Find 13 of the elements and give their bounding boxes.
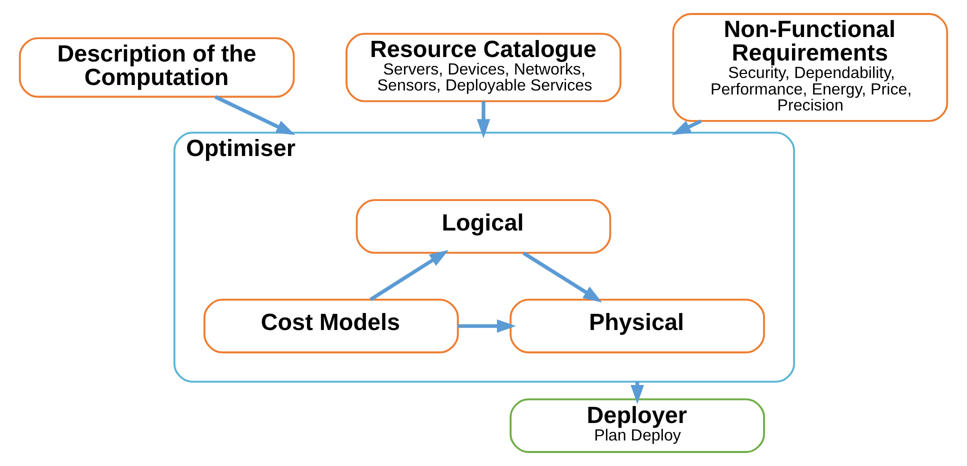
arrow xyxy=(672,119,702,136)
node-box: Resource Catalogue Servers, Devices, Networks, Sensors, Deployable Services xyxy=(346,32,622,102)
arrow xyxy=(476,101,490,138)
arrow xyxy=(214,95,296,136)
arrow xyxy=(522,251,602,302)
arrow xyxy=(370,250,449,302)
node-box: Logical xyxy=(356,199,612,254)
node-box: Description of the Computation xyxy=(18,37,295,98)
node-box: Deployer Plan Deploy xyxy=(510,398,765,453)
node-box: Cost Models xyxy=(203,298,459,354)
arrow xyxy=(458,319,516,333)
node-box: Physical xyxy=(510,298,765,354)
node-box: Non-Functional Requirements Security, Dependability, Performance, Energy, Price, Precision xyxy=(672,13,948,122)
